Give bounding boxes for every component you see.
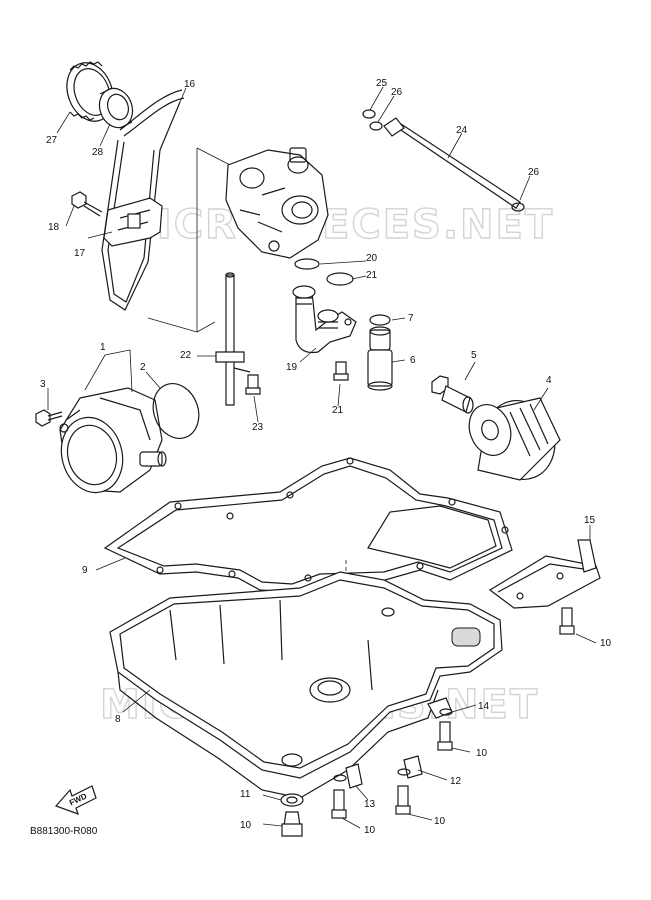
- o-ring-valve[interactable]: [369, 314, 391, 326]
- callout-10-bottom-right: 10: [434, 816, 446, 827]
- callout-3: 3: [40, 379, 46, 390]
- forward-direction-arrow: FWD: [54, 785, 97, 815]
- oil-delivery-pipe[interactable]: [292, 285, 357, 354]
- callout-24: 23: [252, 422, 264, 433]
- callout-13: 12: [450, 776, 462, 787]
- callout-29: 28: [92, 147, 104, 158]
- callout-20: 19: [286, 362, 298, 373]
- callout-21-lower: 21: [366, 270, 378, 281]
- callout-21-upper: 20: [366, 253, 378, 264]
- bolt-10-center[interactable]: [437, 721, 453, 751]
- callout-19: 18: [48, 222, 60, 233]
- callout-14: 13: [364, 799, 376, 810]
- diagram-code: B881300-R080: [30, 826, 98, 837]
- relief-valve[interactable]: [367, 326, 393, 391]
- o-ring-shaft-3[interactable]: [511, 202, 525, 212]
- callout-10-center: 10: [476, 748, 488, 759]
- oil-pan[interactable]: [109, 571, 503, 799]
- callout-2: 2: [140, 362, 146, 373]
- oil-delivery-shaft[interactable]: [383, 117, 521, 209]
- callout-27: 26: [528, 167, 540, 178]
- bolt-10-right[interactable]: [559, 607, 575, 635]
- cooler-o-ring[interactable]: [146, 377, 206, 445]
- callout-7: 7: [408, 313, 414, 324]
- callout-5: 5: [471, 350, 477, 361]
- clamp-14[interactable]: [333, 763, 363, 789]
- chain-guide[interactable]: [103, 197, 163, 247]
- drain-plug[interactable]: [281, 811, 303, 837]
- callout-4: 4: [546, 375, 552, 386]
- callout-16: 15: [584, 515, 596, 526]
- o-ring-upper[interactable]: [294, 258, 320, 270]
- o-ring-middle[interactable]: [326, 272, 354, 286]
- strainer-pipe[interactable]: [215, 272, 251, 406]
- oil-pan-gasket[interactable]: [103, 457, 513, 593]
- callout-9: 9: [82, 565, 88, 576]
- callout-25: 24: [456, 125, 468, 136]
- bolt-10-bottom-right[interactable]: [395, 785, 411, 815]
- callout-17: 16: [184, 79, 196, 90]
- callout-8: 8: [115, 714, 121, 725]
- callout-15: 14: [478, 701, 490, 712]
- callout-leaders: [47, 86, 597, 829]
- o-ring-shaft-2[interactable]: [369, 121, 383, 131]
- callout-26-lower: 26: [391, 87, 403, 98]
- oil-pump-assembly[interactable]: [225, 147, 329, 259]
- oil-filter-cartridge[interactable]: [462, 391, 565, 489]
- oil-pan-bracket[interactable]: [488, 539, 601, 609]
- o-ring-shaft-1[interactable]: [362, 109, 376, 119]
- cooler-bolt[interactable]: [35, 409, 63, 427]
- callout-10-bottom-left: 10: [364, 825, 376, 836]
- callout-18: 17: [74, 248, 86, 259]
- callout-labels: 1 2 3 4 5 6 7 8 9 10 10 10 10 10 11 12 1…: [40, 78, 612, 836]
- driven-sprocket[interactable]: [59, 56, 121, 127]
- bearing-collar[interactable]: [94, 84, 138, 133]
- callout-10-right: 10: [600, 638, 612, 649]
- watermark-top: MICROPIECES.NET: [115, 202, 554, 248]
- union-bolt[interactable]: [431, 375, 474, 414]
- callout-23: 22: [180, 350, 192, 361]
- oil-cooler[interactable]: [53, 387, 167, 499]
- callout-11: 10: [240, 820, 252, 831]
- callout-1: 1: [100, 342, 106, 353]
- pipe-bolt[interactable]: [333, 361, 349, 381]
- clamp-13[interactable]: [397, 755, 423, 779]
- callout-6: 6: [410, 355, 416, 366]
- callout-12: 11: [240, 789, 251, 800]
- callout-26-upper: 25: [376, 78, 388, 89]
- bolt-10-bottom-left[interactable]: [331, 789, 347, 819]
- callout-22: 21: [332, 405, 344, 416]
- drain-washer[interactable]: [280, 793, 304, 807]
- callout-28: 27: [46, 135, 58, 146]
- strainer-bolt[interactable]: [245, 374, 261, 395]
- guide-bolt[interactable]: [71, 191, 103, 217]
